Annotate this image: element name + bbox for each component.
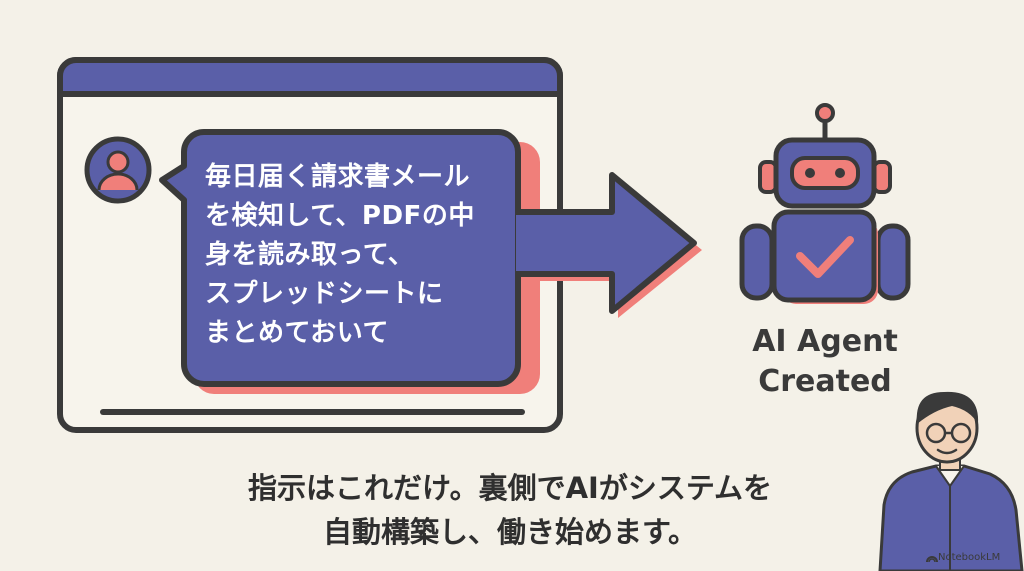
watermark-text: NotebookLM <box>938 552 1001 563</box>
checkmark-icon <box>796 236 854 278</box>
user-avatar-icon <box>84 136 152 204</box>
bubble-line-2: を検知して、PDFの中 <box>205 201 475 231</box>
person-illustration <box>878 391 1024 571</box>
agent-label-line-1: AI Agent <box>752 324 898 359</box>
bubble-line-3: 身を読み取って、 <box>205 240 415 270</box>
caption-line-1: 指示はこれだけ。裏側でAIがシステムを <box>248 471 772 505</box>
speech-bubble-text: 毎日届く請求書メール を検知して、PDFの中 身を読み取って、 スプレッドシート… <box>205 158 505 353</box>
agent-label: AI Agent Created <box>735 322 915 402</box>
robot-icon <box>739 103 911 304</box>
arrow-icon <box>516 172 697 314</box>
speech-bubble <box>159 129 521 387</box>
bubble-line-1: 毎日届く請求書メール <box>205 162 471 192</box>
bubble-line-4: スプレッドシートに <box>205 279 444 309</box>
caption-line-2: 自動構築し、働き始めます。 <box>322 515 698 549</box>
window-titlebar <box>57 57 563 97</box>
agent-label-line-2: Created <box>758 364 892 399</box>
bubble-line-5: まとめておいて <box>205 318 389 348</box>
notebooklm-logo-icon <box>926 556 938 563</box>
caption: 指示はこれだけ。裏側でAIがシステムを 自動構築し、働き始めます。 <box>150 466 870 554</box>
